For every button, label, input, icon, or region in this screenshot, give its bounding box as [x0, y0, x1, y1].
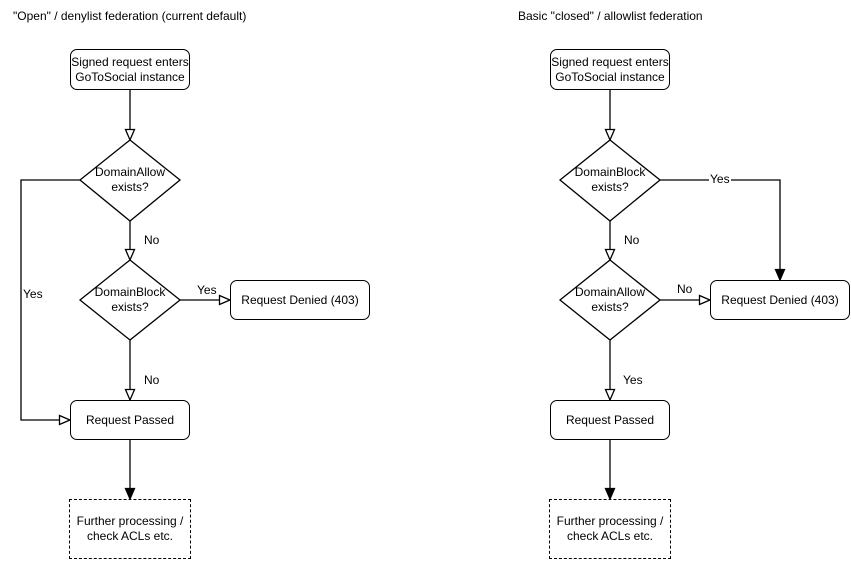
right-edge-decision1-yes	[660, 179, 786, 282]
left-request-denied-node: Request Denied (403)	[230, 280, 370, 320]
left-further-processing-node: Further processing / check ACLs etc.	[69, 499, 191, 559]
left-chart-title: "Open" / denylist federation (current de…	[13, 9, 247, 23]
left-request-passed-node: Request Passed	[70, 400, 190, 440]
right-decision2-no-label: No	[676, 282, 694, 296]
left-decision2-label: DomainBlock exists?	[94, 285, 166, 314]
left-decision1-label: DomainAllow exists?	[94, 165, 166, 194]
right-decision1-no-label: No	[623, 233, 641, 247]
right-request-denied-node: Request Denied (403)	[710, 280, 850, 320]
right-decision2-label: DomainAllow exists?	[574, 285, 646, 314]
left-decision1-no-label: No	[143, 233, 161, 247]
right-request-passed-node: Request Passed	[550, 400, 670, 440]
right-chart-title: Basic "closed" / allowlist federation	[518, 9, 703, 23]
right-decision1-yes-label: Yes	[709, 172, 731, 186]
left-start-node: Signed request enters GoToSocial instanc…	[70, 49, 190, 90]
right-decision1-label: DomainBlock exists?	[574, 165, 646, 194]
left-decision2-no-label: No	[143, 373, 161, 387]
right-further-processing-node: Further processing / check ACLs etc.	[549, 499, 671, 559]
left-decision2-yes-label: Yes	[196, 283, 218, 297]
right-start-node: Signed request enters GoToSocial instanc…	[550, 49, 670, 90]
right-decision2-yes-label: Yes	[622, 373, 644, 387]
left-decision1-yes-label: Yes	[22, 287, 44, 301]
